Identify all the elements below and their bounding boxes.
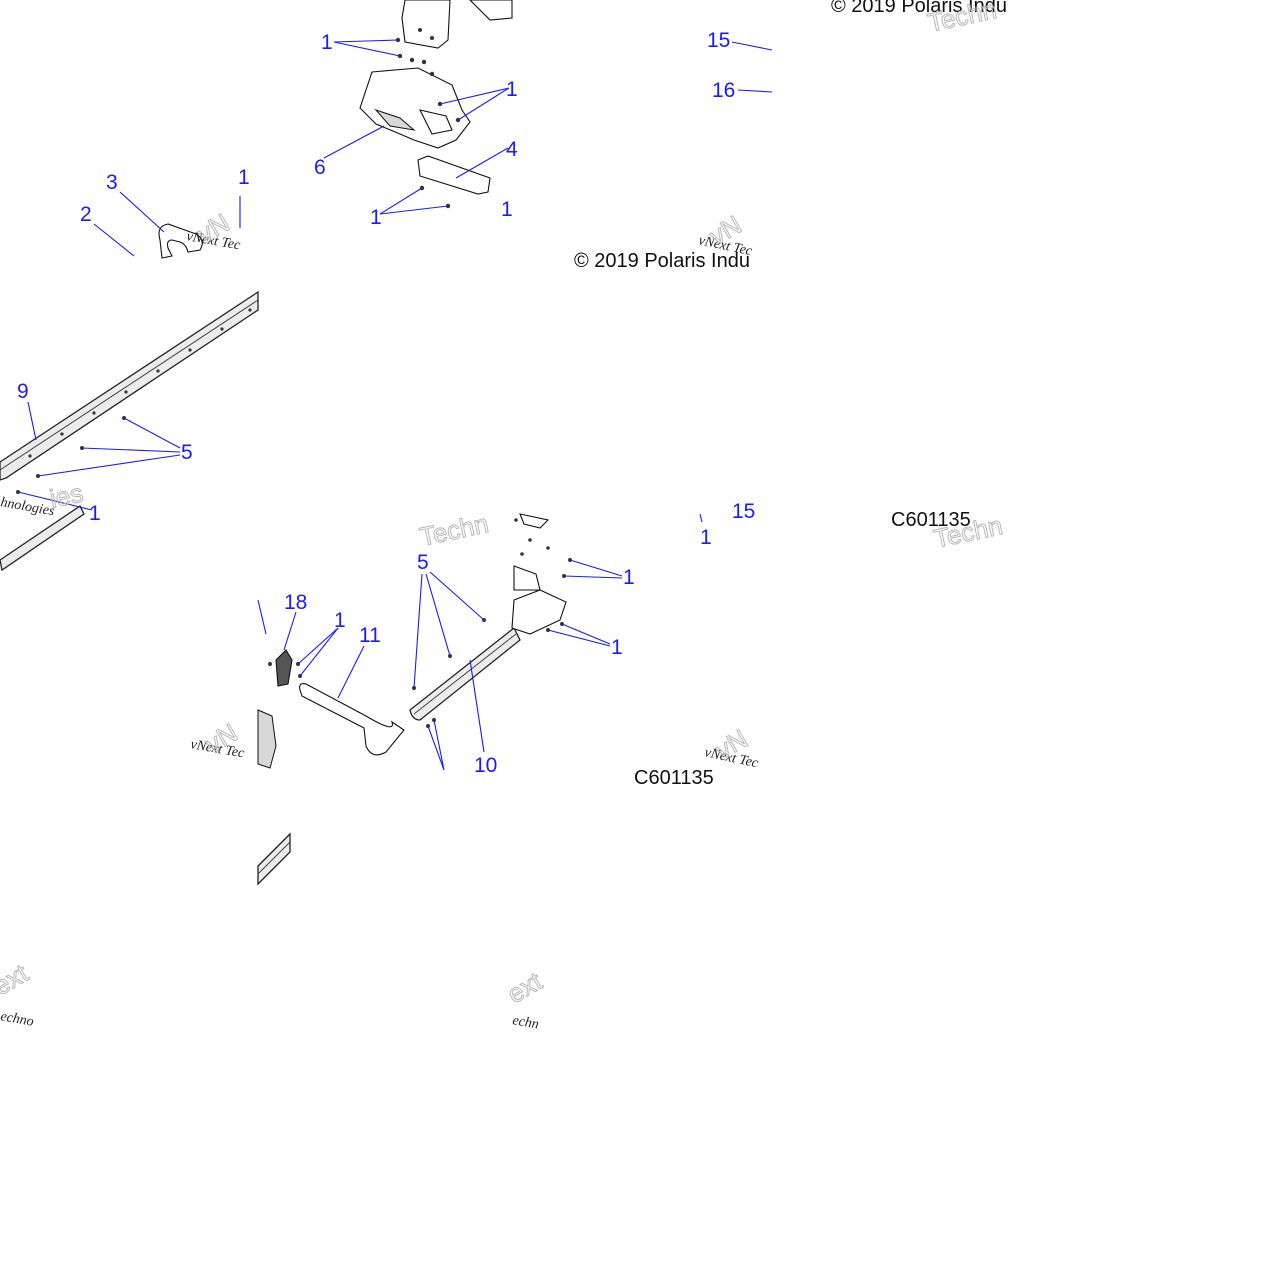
rail-lower-section xyxy=(0,505,85,572)
callout-1-top: 1 xyxy=(321,31,333,54)
part-code-bottom: C601135 xyxy=(634,767,714,789)
callout-5-left: 5 xyxy=(181,441,193,464)
watermark-echn-center: echn xyxy=(511,1013,540,1032)
callout-4: 4 xyxy=(506,138,518,161)
copyright-mid: © 2019 Polaris Indu xyxy=(574,250,750,272)
callout-1-left-low: 1 xyxy=(89,502,101,525)
watermark-ext-left: ext xyxy=(0,957,34,1001)
watermark-techn-center: Techn xyxy=(417,508,491,552)
callout-9: 9 xyxy=(17,380,29,403)
watermark-echno-left: echno xyxy=(0,1009,35,1030)
side-panel-lower-left xyxy=(257,709,277,769)
callout-15-partial: 15 xyxy=(732,500,755,523)
watermark-ext-center: ext xyxy=(502,965,548,1009)
watermark-techn-top-right: Techn xyxy=(925,0,999,38)
callout-1-18: 1 xyxy=(334,609,346,632)
callout-1-mid-b: 1 xyxy=(611,636,623,659)
callout-1-mid-a: 1 xyxy=(623,566,635,589)
callout-3: 3 xyxy=(106,171,118,194)
handle-11 xyxy=(299,683,405,756)
rail-fragment-lower xyxy=(257,832,291,886)
handle-assembly-11-18 xyxy=(257,599,405,769)
callout-15: 15 xyxy=(707,29,730,52)
callout-18: 18 xyxy=(284,591,307,614)
rail-9 xyxy=(0,290,259,481)
callout-11: 11 xyxy=(359,624,381,647)
plate-4 xyxy=(417,155,491,195)
grab-bar-3 xyxy=(158,223,203,259)
copyright-top-right: © 2019 Polaris Indu xyxy=(831,0,1007,17)
callout-16: 16 xyxy=(712,79,735,102)
rail-9-rivets xyxy=(28,308,252,458)
callout-1-bracket-b: 1 xyxy=(501,198,513,221)
callout-5-mid: 5 xyxy=(417,551,429,574)
callout-1-right-a: 1 xyxy=(506,78,518,101)
callout-10: 10 xyxy=(474,754,497,777)
part-code-right: C601135 xyxy=(891,509,971,531)
upper-bracket-plate xyxy=(401,0,451,49)
callout-6: 6 xyxy=(314,156,326,179)
rail-assembly-10 xyxy=(409,513,623,771)
rail-assembly-9 xyxy=(0,290,259,572)
callout-2: 2 xyxy=(80,203,92,226)
callout-1-bracket-a: 1 xyxy=(370,206,382,229)
watermark-ies: ies xyxy=(47,478,86,514)
callout-1-center: 1 xyxy=(700,526,712,549)
callout-1-bar: 1 xyxy=(238,166,250,189)
bracket-assembly-top xyxy=(323,0,513,215)
end-bracket-right xyxy=(511,589,567,635)
mid-bracket-6 xyxy=(359,67,471,149)
grab-bar-assembly xyxy=(93,191,241,259)
bracket-18 xyxy=(275,649,293,687)
upper-bracket-tube xyxy=(469,0,513,21)
